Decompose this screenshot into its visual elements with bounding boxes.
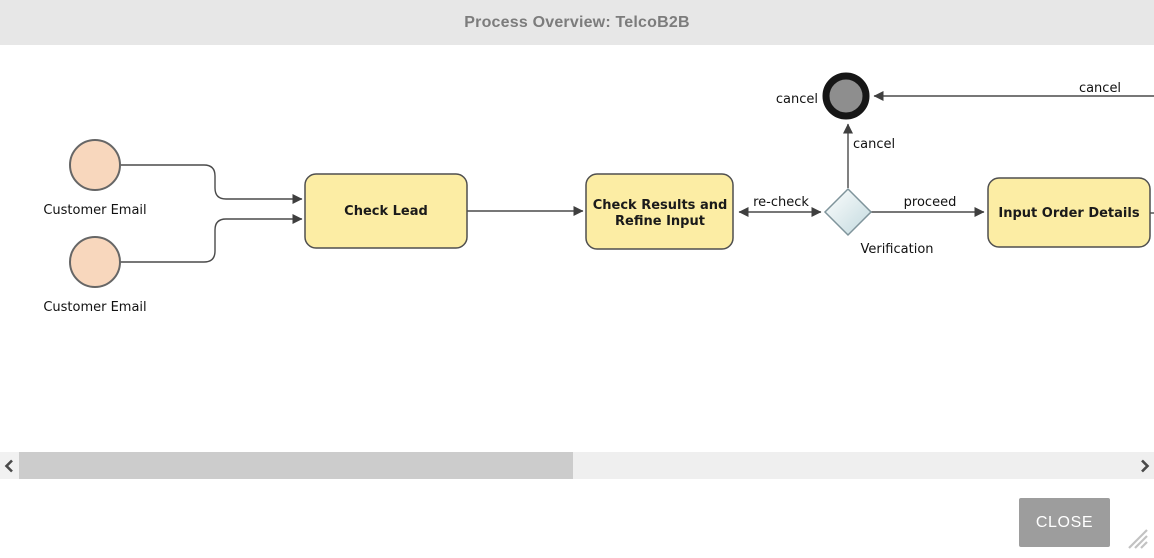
start-event-1-label: Customer Email <box>43 203 146 218</box>
chevron-left-icon <box>4 459 13 472</box>
task-input-order-details-label: Input Order Details <box>998 206 1139 221</box>
flow-start2-checklead <box>120 214 303 263</box>
task-check-lead <box>304 173 468 249</box>
scrollbar-thumb[interactable] <box>19 452 573 479</box>
resize-grip[interactable] <box>1127 528 1148 549</box>
bpmn-diagram-canvas[interactable]: Customer Email Customer Email Check Lead… <box>0 45 1154 452</box>
scroll-left-button[interactable] <box>0 452 19 479</box>
gateway-verification <box>823 187 873 237</box>
scroll-right-button[interactable] <box>1135 452 1154 479</box>
start-event-1 <box>69 139 121 191</box>
task-input-order-details <box>987 177 1151 248</box>
modal-header: Process Overview: TelcoB2B <box>0 0 1154 45</box>
end-event-cancel <box>822 72 870 120</box>
flow-start1-checklead <box>120 164 303 204</box>
edge-label-proceed: proceed <box>904 195 957 210</box>
task-check-results-line2: Refine Input <box>615 214 705 229</box>
modal-title: Process Overview: TelcoB2B <box>464 13 690 31</box>
close-button[interactable]: CLOSE <box>1019 498 1110 547</box>
edge-label-cancel-top: cancel <box>1079 81 1121 96</box>
gateway-verification-label: Verification <box>860 242 933 257</box>
task-check-results <box>585 173 734 250</box>
chevron-right-icon <box>1141 459 1150 472</box>
resize-grip-icon <box>1128 529 1148 549</box>
edge-label-recheck: re-check <box>753 195 809 210</box>
horizontal-scrollbar[interactable] <box>0 452 1154 479</box>
sequence-flows <box>120 91 1154 263</box>
task-check-lead-label: Check Lead <box>344 204 428 219</box>
start-event-2 <box>69 236 121 288</box>
task-check-results-line1: Check Results and <box>593 198 728 213</box>
edge-label-cancel-end-left: cancel <box>776 92 818 107</box>
edge-label-cancel-vertical: cancel <box>853 137 895 152</box>
bpmn-diagram: Customer Email Customer Email Check Lead… <box>43 72 1154 315</box>
start-event-2-label: Customer Email <box>43 300 146 315</box>
